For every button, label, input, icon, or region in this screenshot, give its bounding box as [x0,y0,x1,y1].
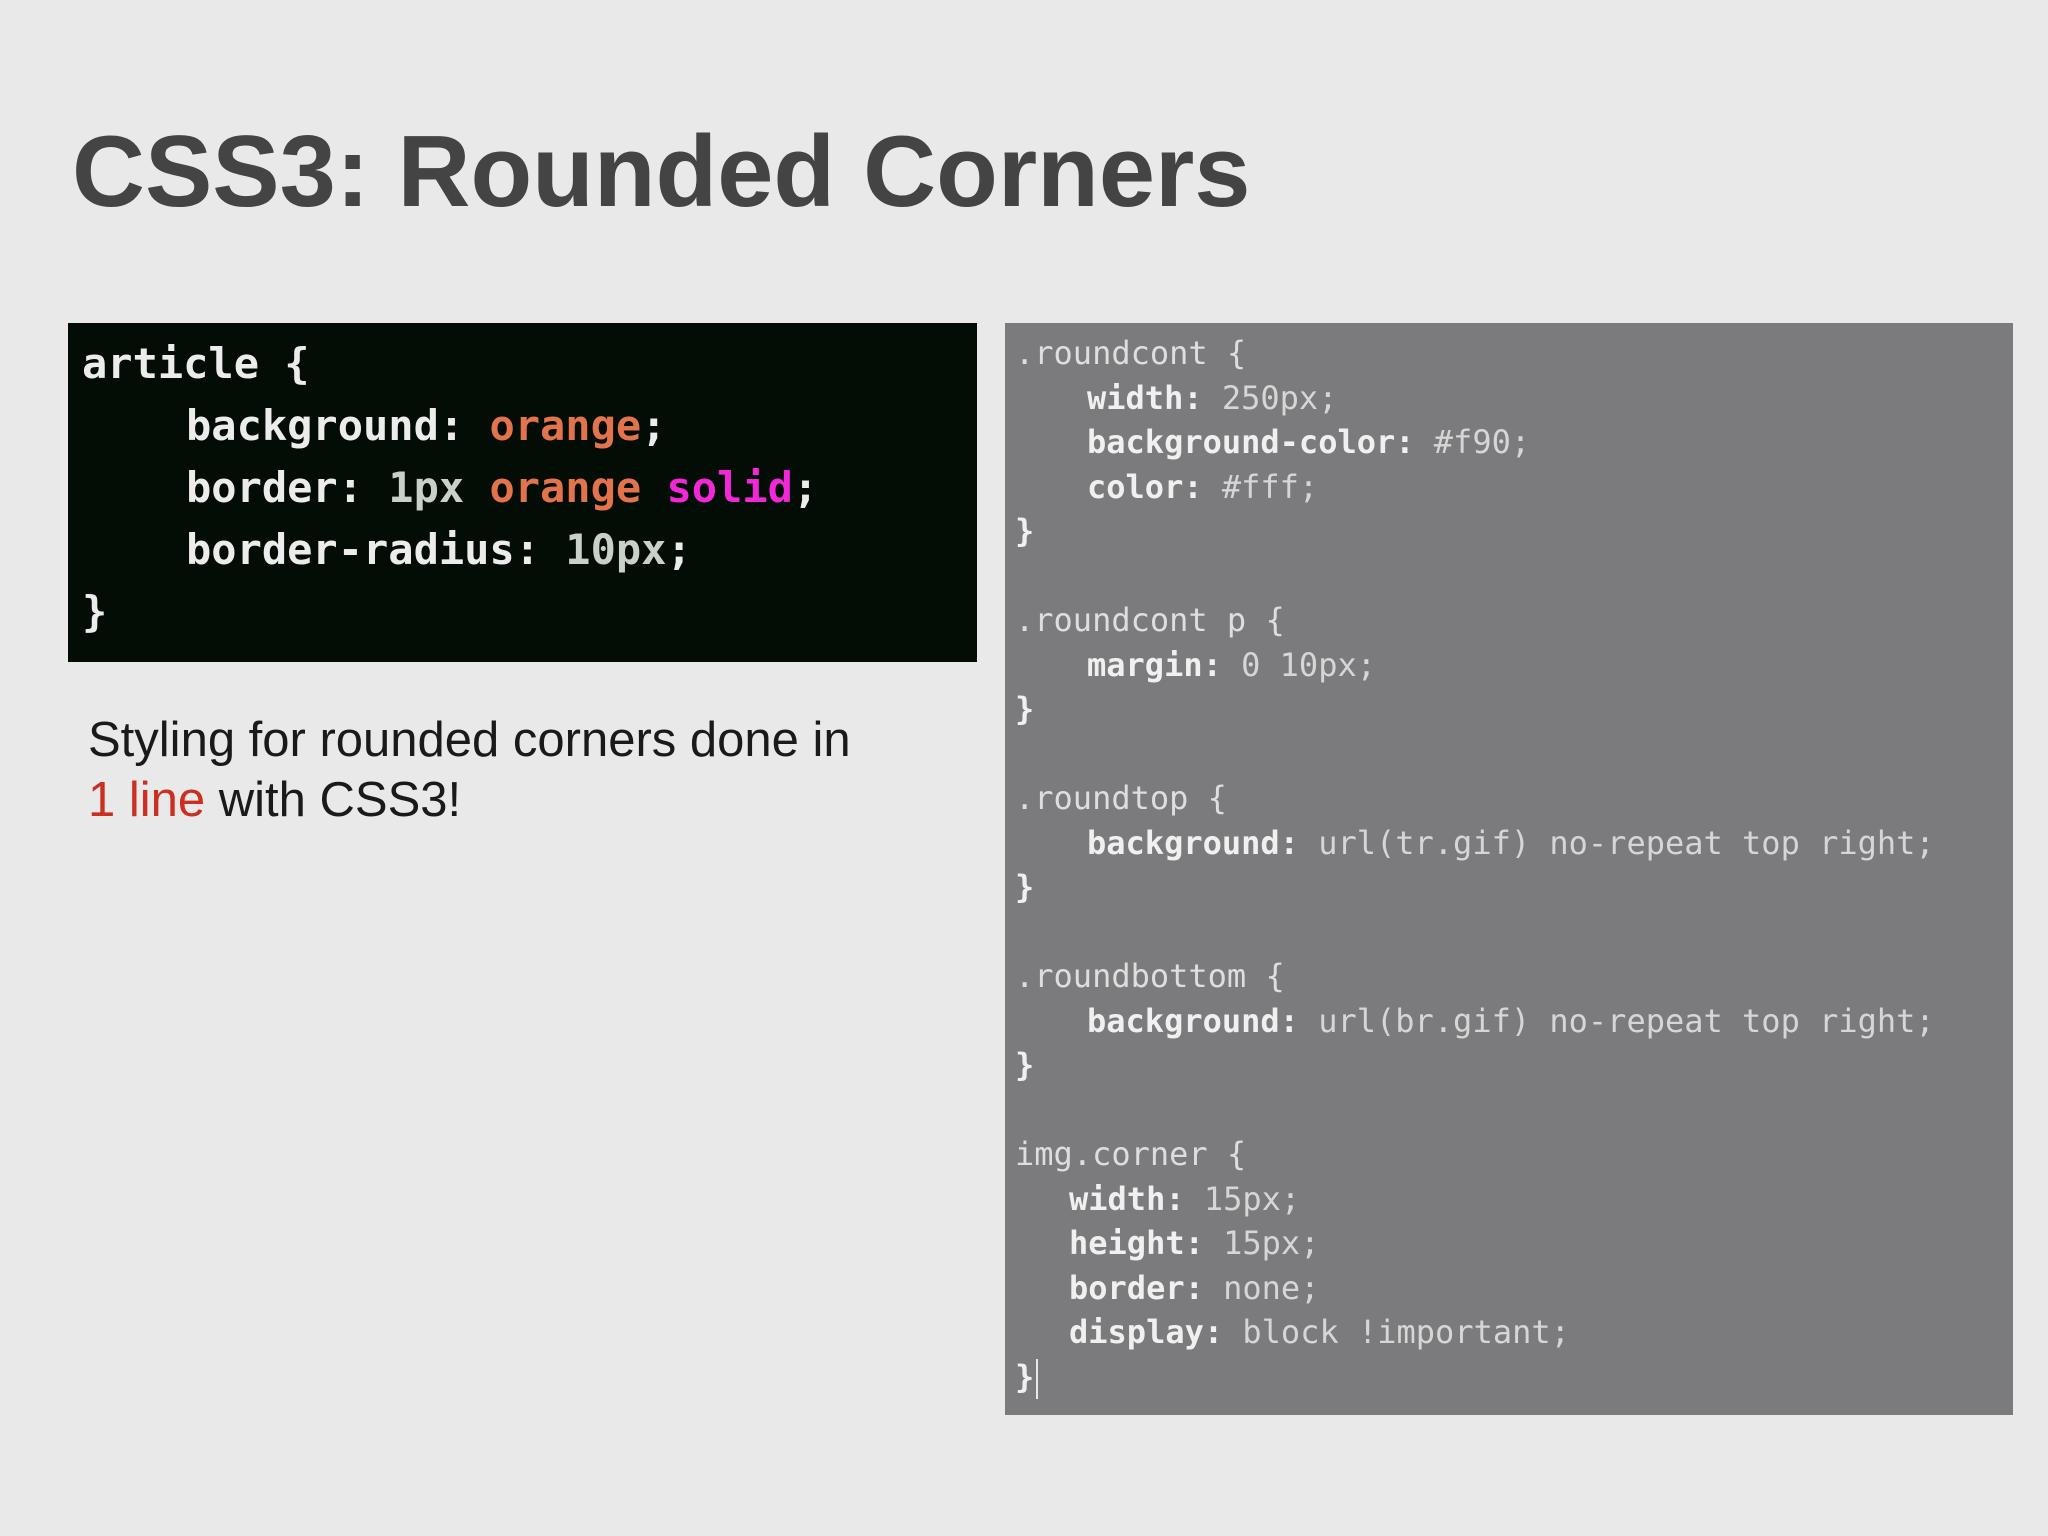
img-corner-width-line: width: 15px; [1015,1177,2013,1222]
blank-line [1015,1088,2013,1133]
roundcont-p-selector: .roundcont p { [1015,601,1285,639]
img-corner-border-val: none; [1223,1268,1320,1307]
img-corner-close-line: } [1015,1355,2013,1400]
roundcont-close: } [1015,512,1035,550]
code-line-background: background: orange; [82,395,977,457]
caption-rest: with CSS3! [205,773,462,827]
roundtop-bg-val: url(tr.gif) no-repeat top right; [1318,823,1935,862]
roundtop-close: } [1015,868,1035,906]
roundbottom-bg-prop: background: [1087,1001,1319,1040]
img-corner-selector: img.corner { [1015,1135,1247,1173]
blank-line [1015,554,2013,599]
img-corner-close: } [1015,1357,1035,1396]
code-line-border: border: 1px orange solid; [82,457,977,519]
roundtop-bg-prop: background: [1087,823,1319,862]
blank-line [1015,910,2013,955]
roundcont-color-prop: color: [1087,467,1222,506]
roundcont-p-margin-prop: margin: [1087,645,1242,684]
roundtop-selector: .roundtop { [1015,779,1227,817]
blank-line [1015,732,2013,777]
roundcont-color-val: #fff; [1221,467,1319,506]
caption-text: Styling for rounded corners done in 1 li… [88,710,968,830]
article-css-code-block: article { background: orange; border: 1p… [68,323,977,662]
img-corner-height-line: height: 15px; [1015,1221,2013,1266]
roundcont-selector: .roundcont { [1015,334,1247,372]
border-radius-property: border-radius: [186,525,566,574]
img-corner-height-val: 15px; [1223,1224,1320,1262]
roundcont-width-prop: width: [1087,378,1222,417]
roundcont-color-line: color: #fff; [1015,465,2013,510]
roundcont-bg-line: background-color: #f90; [1015,420,2013,465]
roundcont-p-close: } [1015,690,1035,728]
img-corner-width-prop: width: [1069,1179,1204,1218]
img-corner-display-prop: display: [1069,1313,1243,1351]
code-line-selector: article { [82,339,310,388]
border-width-value: 1px [388,463,465,512]
caption-highlight: 1 line [88,773,206,827]
background-property: background: [186,401,490,450]
img-corner-width-val: 15px; [1203,1179,1301,1218]
legacy-css-code-block: .roundcont { width: 250px; background-co… [1005,323,2013,1415]
img-corner-display-val: block !important; [1242,1313,1570,1351]
roundbottom-close: } [1015,1046,1035,1084]
roundcont-bg-prop: background-color: [1087,423,1434,461]
roundcont-bg-val: #f90; [1433,423,1531,461]
roundtop-bg-line: background: url(tr.gif) no-repeat top ri… [1015,821,2013,866]
caption-line1: Styling for rounded corners done in [88,713,851,767]
roundbottom-bg-line: background: url(br.gif) no-repeat top ri… [1015,999,2013,1044]
slide-title: CSS3: Rounded Corners [72,116,1251,228]
border-radius-semicolon: ; [666,525,692,574]
background-value: orange [489,401,642,450]
border-style-value: solid [666,463,793,512]
roundcont-width-line: width: 250px; [1015,376,2013,421]
background-semicolon: ; [641,401,667,450]
code-line-border-radius: border-radius: 10px; [82,519,977,581]
roundbottom-selector: .roundbottom { [1015,957,1285,995]
roundbottom-bg-val: url(br.gif) no-repeat top right; [1318,1001,1935,1040]
img-corner-border-line: border: none; [1015,1266,2013,1311]
text-cursor [1036,1358,1039,1399]
img-corner-display-line: display: block !important; [1015,1310,2013,1355]
roundcont-p-margin-val: 0 10px; [1241,645,1376,684]
code-line-close-brace: } [82,587,108,636]
border-color-value: orange [489,463,642,512]
border-radius-value: 10px [565,525,667,574]
roundcont-width-val: 250px; [1221,378,1338,417]
border-semicolon: ; [792,463,819,512]
roundcont-p-margin-line: margin: 0 10px; [1015,643,2013,688]
img-corner-height-prop: height: [1069,1224,1224,1262]
border-property: border: [186,463,389,512]
img-corner-border-prop: border: [1069,1268,1224,1307]
